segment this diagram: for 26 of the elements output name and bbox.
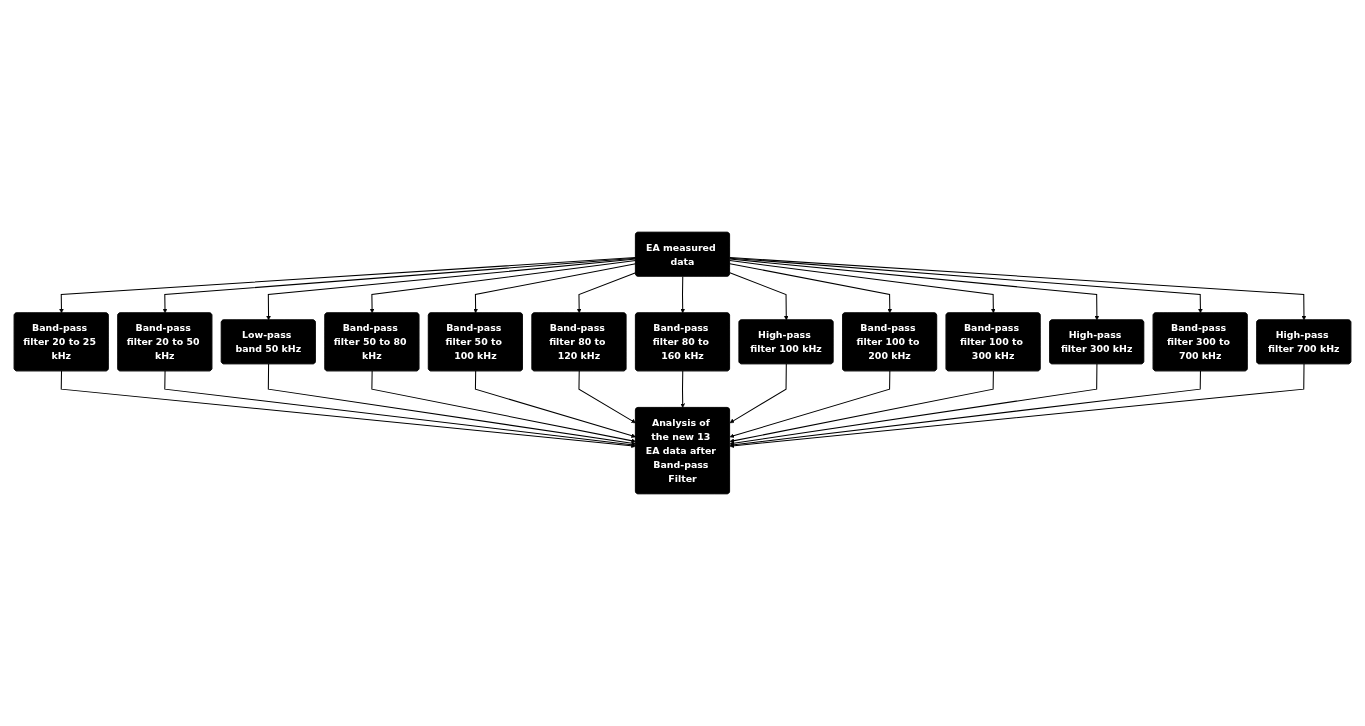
arrow [729, 363, 1305, 449]
arrow [729, 263, 893, 314]
arrow [60, 370, 636, 449]
arrow [680, 275, 685, 314]
arrow [473, 263, 637, 314]
arrow [729, 370, 1201, 448]
arrow [576, 272, 637, 314]
arrow [729, 272, 789, 321]
arrow [162, 257, 637, 314]
arrow [729, 257, 1307, 321]
arrow [729, 370, 994, 443]
arrow [729, 260, 996, 314]
arrow [266, 258, 637, 321]
arrow [164, 370, 636, 448]
arrow [729, 363, 787, 424]
arrow [680, 370, 685, 408]
arrow [474, 370, 636, 438]
arrow [59, 257, 637, 314]
arrow [729, 363, 1098, 446]
arrow [729, 257, 1203, 314]
arrow [369, 260, 637, 314]
arrow [729, 258, 1100, 321]
arrow [729, 370, 891, 438]
arrow [371, 370, 636, 443]
arrow [267, 363, 636, 446]
arrow [578, 370, 636, 424]
